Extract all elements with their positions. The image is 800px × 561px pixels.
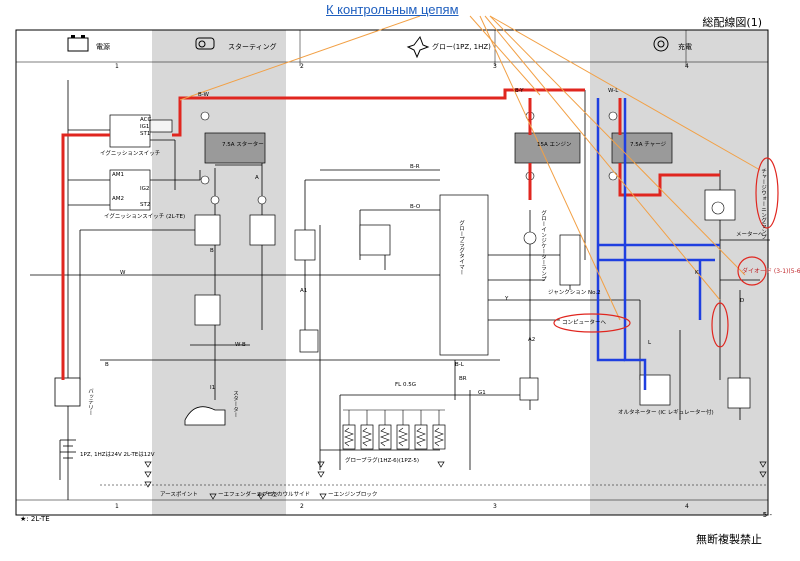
ground-legend-engine: ーエンジンブロック — [328, 492, 378, 498]
wire-label: W-B — [235, 342, 246, 348]
wire-label: B-L — [455, 362, 464, 368]
connector-label: K — [695, 270, 699, 276]
grid-col-2: 2 — [300, 63, 304, 70]
page-number: - 5 - — [758, 511, 772, 519]
section-starting: スターティング — [228, 43, 277, 51]
alternator-icon — [653, 36, 669, 52]
wire-label: L — [648, 340, 652, 346]
starter-motor-symbol — [184, 406, 226, 426]
connector-label: G1 — [478, 390, 486, 396]
shaded-section-starting — [152, 30, 286, 515]
copyright-notice: 無断複製禁止 — [696, 533, 762, 546]
label-glow-plug: グロープラグ(1HZ-6)(1PZ-5) — [345, 458, 420, 464]
grid-col-3-bottom: 3 — [493, 503, 497, 510]
grid-col-2-bottom: 2 — [300, 503, 304, 510]
section-glow: グロー(1PZ, 1HZ) — [432, 43, 491, 51]
label-starter: スターター — [232, 390, 238, 418]
label-junction: ジャンクション No.2 — [548, 290, 601, 296]
label-diode: ダイオード (3-1)(5-6) — [742, 268, 800, 275]
switch-ig1: IG1 — [140, 124, 150, 130]
ground-symbols — [144, 461, 767, 500]
wire-label: Y — [505, 296, 509, 302]
fuse-boxes — [204, 132, 673, 164]
grid-col-4: 4 — [685, 63, 689, 70]
red-highlight-circles — [553, 157, 779, 348]
label-meter: メーターへ — [736, 232, 764, 238]
connector-label: B — [210, 248, 214, 254]
glow-plug-array — [342, 424, 446, 450]
ground-legend-fender: ーエフェンダーエプロン — [218, 492, 279, 498]
glow-plug-icon — [406, 35, 430, 59]
grid-col-4-bottom: 4 — [685, 503, 689, 510]
label-fusible-link: FL 0.5G — [395, 382, 416, 388]
label-charge-warning: チャージウォーニングランプ — [760, 168, 766, 240]
section-charging: 充電 — [678, 43, 692, 51]
ground-legend-title: アースポイント — [160, 492, 198, 498]
page-title: 総配線図(1) — [702, 16, 762, 29]
label-ign-switch: イグニッションスイッチ — [100, 151, 161, 157]
label-battery-spec: 1PZ, 1HZは24V 2L-TEは12V — [80, 452, 155, 458]
section-power: 電源 — [96, 43, 110, 51]
switch-am2: AM2 — [112, 196, 125, 202]
page-frame — [15, 29, 769, 516]
ground-legend-cowl: ー左カウルサイド — [266, 492, 311, 498]
switch-ig2: IG2 — [140, 186, 150, 192]
model-note: ★: 2L-TE — [20, 515, 50, 523]
wire-label: B-R — [410, 164, 420, 170]
label-computer: コンピューターへ — [562, 320, 607, 326]
grid-col-1-bottom: 1 — [115, 503, 119, 510]
wire-label: W — [120, 270, 126, 276]
starter-motor-icon — [195, 37, 215, 50]
battery-symbol — [54, 377, 81, 459]
switch-st2: ST2 — [140, 202, 151, 208]
connector-label: A2 — [528, 337, 536, 343]
switch-blocks — [109, 114, 751, 409]
label-fuse-starter: 7.5A スターター — [222, 142, 264, 148]
red-power-wiring — [61, 88, 720, 380]
wire-label: B-O — [410, 204, 421, 210]
annotation-control-circuits: К контрольным цепям — [326, 2, 459, 17]
wire-label: B-W — [198, 92, 209, 98]
wire-label: W-L — [608, 88, 619, 94]
label-alternator: オルタネーター (IC レギュレーター付) — [618, 410, 714, 416]
label-ign-switch-2lte: イグニッションスイッチ (2L-TE) — [104, 214, 186, 220]
label-fuse-charge: 7.5A チャージ — [630, 142, 667, 148]
label-battery: バッテリー — [87, 388, 93, 416]
annotation-leader-lines — [179, 15, 761, 321]
wire-label: B-Y — [515, 88, 524, 94]
label-glow-lamp: グローインジケーターランプ — [540, 210, 546, 282]
label-fuse-engine: 15A エンジン — [537, 142, 572, 148]
grid-col-3: 3 — [493, 63, 497, 70]
wire-label: BR — [459, 376, 467, 382]
connector-label: I1 — [210, 385, 216, 391]
battery-icon — [67, 37, 89, 52]
switch-am1: AM1 — [112, 172, 125, 178]
connector-label: A1 — [300, 288, 308, 294]
switch-st1: ST1 — [140, 131, 151, 137]
label-glow-timer: グロープラグタイマー — [458, 220, 464, 275]
blue-charge-wiring — [596, 98, 720, 390]
connector-label: D — [740, 298, 745, 304]
grid-col-1: 1 — [115, 63, 119, 70]
switch-acc: ACC — [140, 117, 152, 123]
connector-label: A — [255, 175, 259, 181]
wire-label: B — [105, 362, 109, 368]
